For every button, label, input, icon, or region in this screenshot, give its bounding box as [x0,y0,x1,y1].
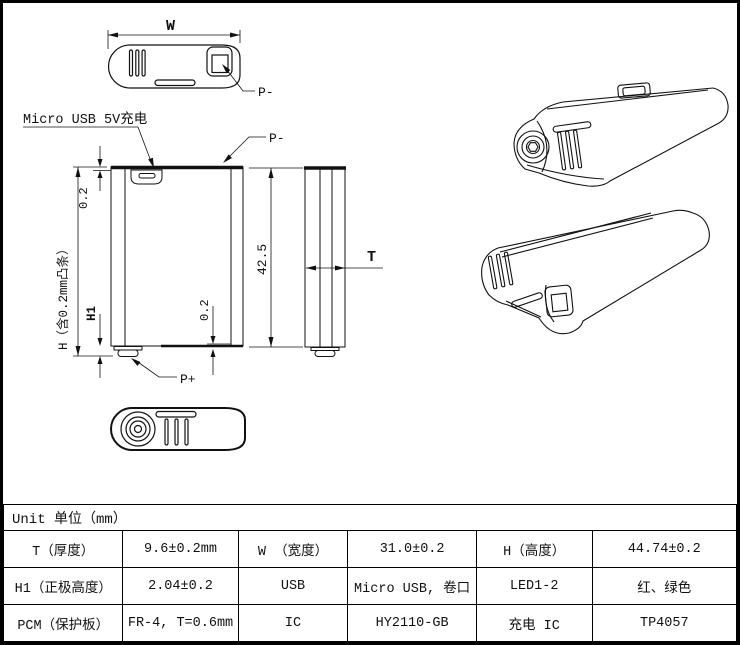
side-view [304,166,346,357]
ridge-dim-bottom-label: 0.2 [198,299,212,321]
table-cell: 9.6±0.2mm [122,530,239,568]
spec-table: Unit 单位（mm） T（厚度） 9.6±0.2mm W （宽度） 31.0±… [3,504,737,642]
top-view-dimensions [107,30,255,92]
h1-dim-label: H1 [85,306,99,321]
table-cell: 44.74±0.2 [591,530,737,568]
iso-view-bottom [481,209,710,335]
table-cell: TP4057 [591,604,737,642]
unit-header: Unit 单位（mm） [3,504,737,531]
table-cell: 充电 IC [475,604,593,642]
table-cell: H1（正极高度） [3,567,124,605]
table-cell: 2.04±0.2 [122,567,239,605]
table-cell: H（高度） [475,530,593,568]
bottom-view [110,407,246,451]
technical-drawing: W P- [23,18,729,451]
side-view-dimensions [306,265,383,271]
table-row: H1（正极高度） 2.04±0.2 USB Micro USB, 卷口 LED1… [3,567,737,605]
ridge-dim-top-label: 0.2 [77,187,91,209]
table-cell: T（厚度） [3,530,124,568]
table-cell: USB [237,567,349,605]
top-view-width-dim-label: W [166,18,175,35]
h-dim-label: H（含0.2mm凸条） [55,242,71,350]
table-cell: Micro USB, 卷口 [347,567,477,605]
table-cell: HY2110-GB [347,604,477,642]
table-cell: 31.0±0.2 [347,530,477,568]
table-cell: FR-4, T=0.6mm [122,604,239,642]
table-cell: LED1-2 [475,567,593,605]
table-cell: 红、绿色 [591,567,737,605]
front-p-minus-label: P- [269,131,285,146]
table-cell: PCM（保护板） [3,604,124,642]
top-view-p-minus-label: P- [258,85,274,100]
table-row-unit: Unit 单位（mm） [3,504,737,531]
table-row: T（厚度） 9.6±0.2mm W （宽度） 31.0±0.2 H（高度） 44… [3,530,737,568]
body-height-dim-label: 42.5 [255,244,270,275]
front-view [110,165,244,357]
iso-view-top [513,82,729,187]
table-cell: W （宽度） [237,530,349,568]
front-view-dimensions [23,126,303,378]
top-view [107,44,241,89]
micro-usb-callout: Micro USB 5V充电 [23,111,147,128]
table-cell: IC [237,604,349,642]
thickness-dim-label: T [367,249,376,266]
table-row: PCM（保护板） FR-4, T=0.6mm IC HY2110-GB 充电 I… [3,604,737,642]
p-plus-label: P+ [180,372,196,387]
